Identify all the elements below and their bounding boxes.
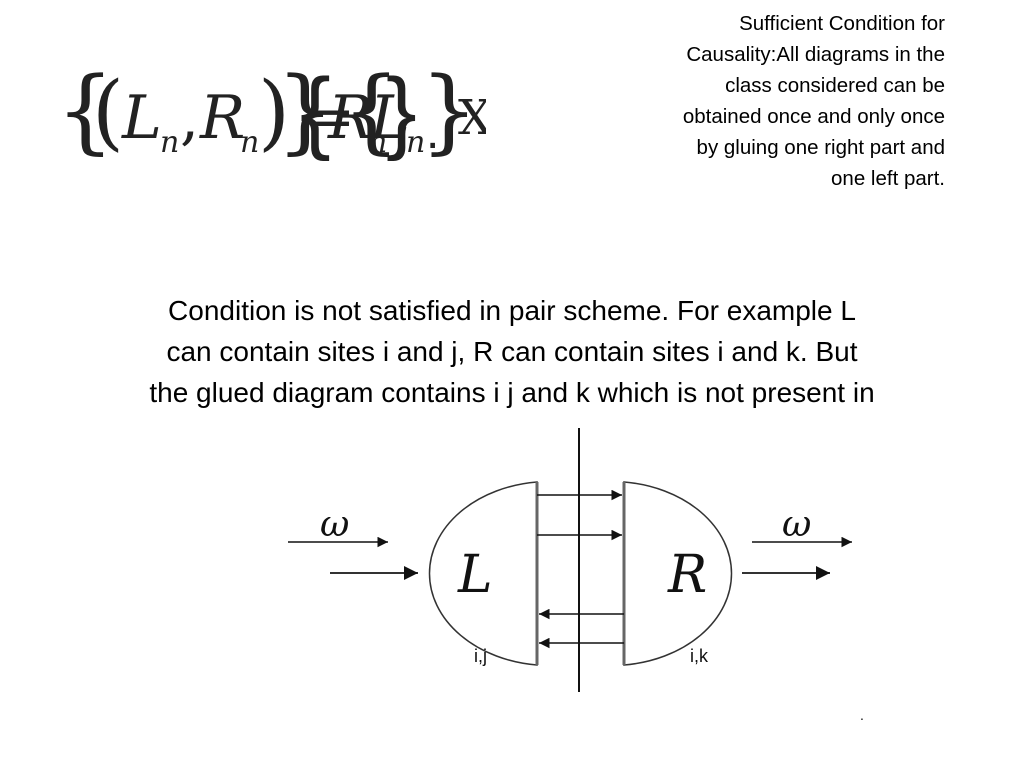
formula-subscript-2: n [240, 125, 259, 160]
left-part-label: L [457, 545, 493, 605]
formula-times: X [458, 90, 486, 146]
main-text: Condition is not satisfied in pair schem… [20, 290, 1004, 413]
left-sites-label: i,j [474, 646, 487, 666]
formula-brace-open-3: { [300, 60, 331, 162]
formula-brace-open-2: { [342, 57, 401, 164]
main-text-line: Condition is not satisfied in pair schem… [168, 295, 856, 326]
right-sites-label: i,k [690, 646, 709, 666]
gluing-formula: { ( L n , R n ) } = { L n } [56, 57, 479, 164]
side-note: Sufficient Condition for Causality:All d… [600, 8, 945, 194]
formula-lhs-R: R [199, 83, 245, 153]
formula-paren-close: ) [258, 65, 290, 160]
side-note-line: Causality:All diagrams in the [686, 43, 945, 66]
formula-subscript-4: n [368, 125, 387, 160]
formula-comma: , [180, 83, 199, 153]
formula-equals: = [308, 85, 355, 150]
side-note-line: Sufficient Condition for [739, 12, 945, 35]
left-part-shape [428, 481, 538, 666]
stray-dot: . [860, 707, 864, 723]
side-note-line: by gluing one right part and [696, 136, 945, 159]
formula-brace-open-outer: { [56, 57, 115, 164]
formula-brace-close-3: } [386, 60, 417, 162]
formula-subscript-3: n [406, 125, 425, 160]
omega-out-label: ω [782, 504, 811, 545]
formula-paren-open: ( [92, 65, 124, 160]
formula-lhs-L: L [121, 83, 162, 153]
gluing-formula-rhs: X [458, 90, 486, 146]
side-note-line: obtained once and only once [682, 105, 945, 128]
right-part-shape [623, 481, 733, 666]
formula-rhs-L: L [369, 83, 410, 153]
side-note-line: class considered can be [725, 74, 945, 97]
formula-brace-close-2: } [420, 57, 479, 164]
gluing-formula-rhs-R: { R n } . [300, 60, 439, 162]
formula-rhs-R: R [327, 83, 373, 153]
main-text-line: the glued diagram contains i j and k whi… [149, 377, 875, 408]
right-part-label: R [667, 545, 707, 605]
formula-brace-close-outer: } [276, 57, 335, 164]
formula-period: . [426, 106, 439, 159]
omega-in-label: ω [320, 504, 349, 545]
formula-subscript-1: n [160, 125, 179, 160]
main-text-line: can contain sites i and j, R can contain… [166, 336, 858, 367]
side-note-line: one left part. [831, 167, 945, 190]
